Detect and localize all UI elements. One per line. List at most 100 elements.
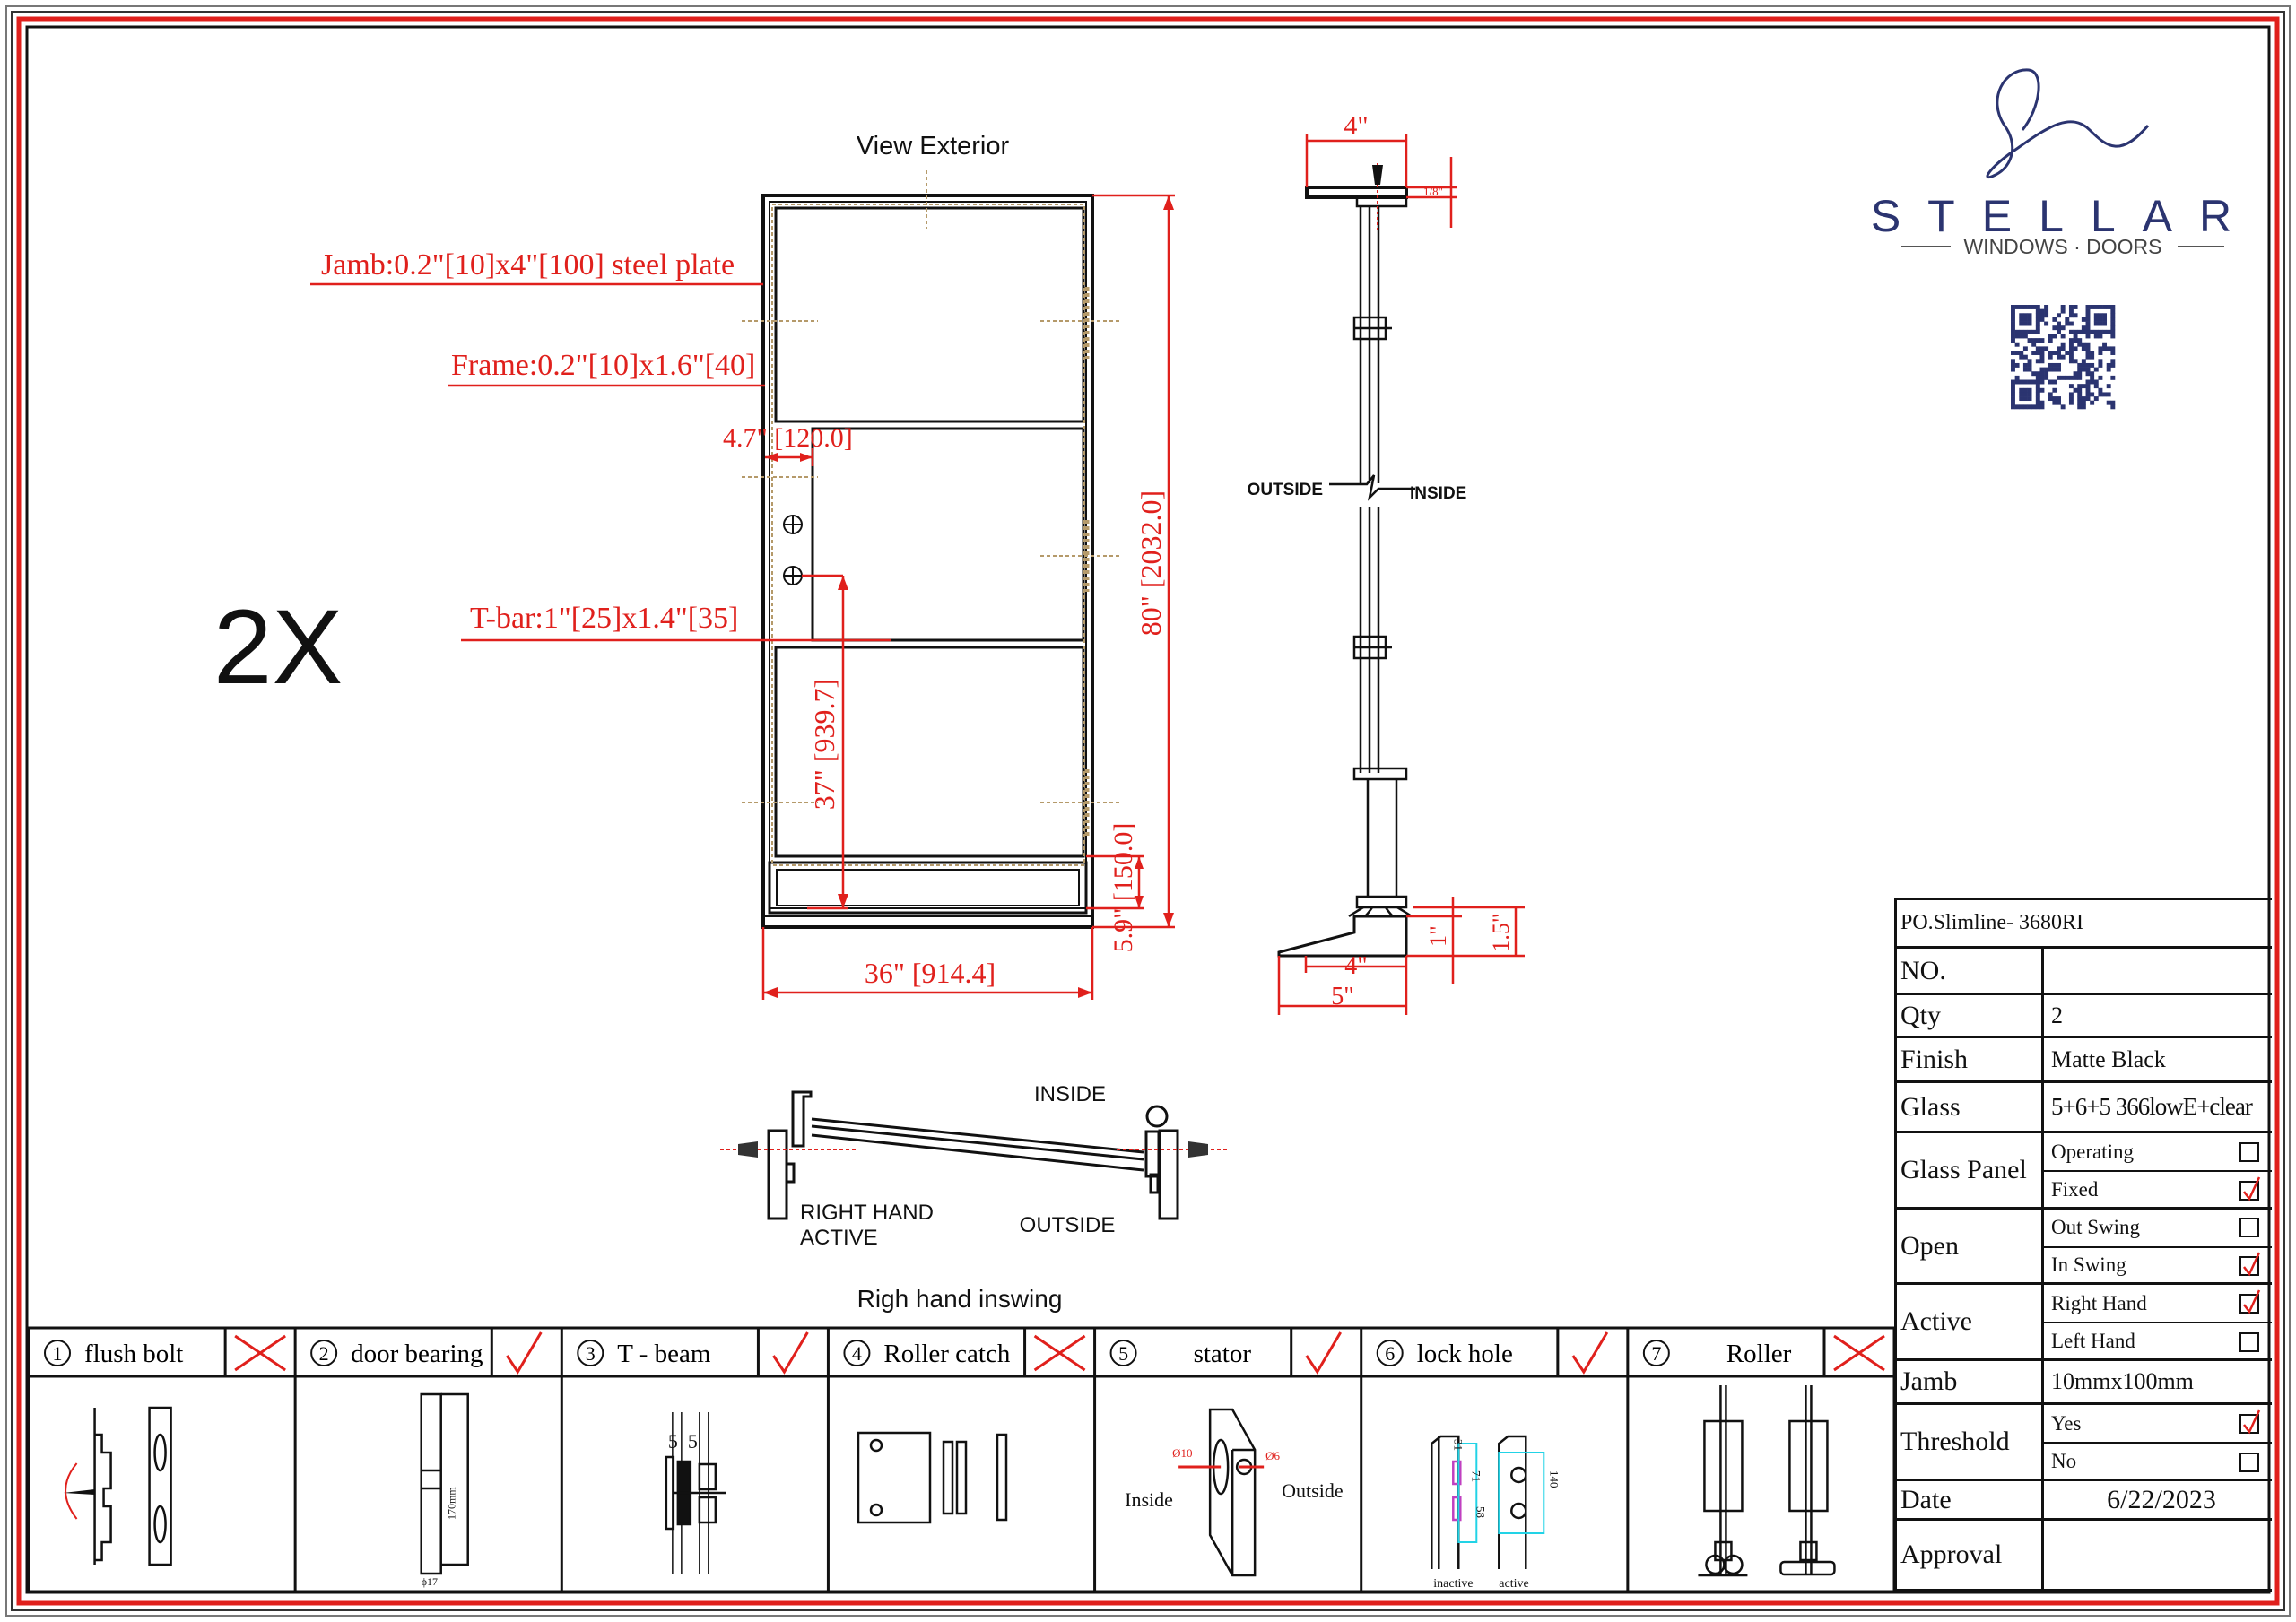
qr-module — [2093, 305, 2099, 309]
section-top-small-dim: 1/8" — [1423, 185, 1443, 198]
sill-height-dim: 1.5" — [1488, 913, 1514, 951]
option-fixed[interactable]: Fixed — [2041, 1170, 2272, 1207]
qr-module — [2077, 362, 2083, 368]
hardware-illustration — [665, 1412, 726, 1574]
item-number-badge — [310, 1340, 338, 1366]
option-in-swing[interactable]: In Swing — [2041, 1245, 2272, 1282]
qr-module — [2014, 305, 2020, 309]
qr-module — [2027, 362, 2032, 368]
qr-module — [2019, 387, 2024, 393]
qr-module — [2052, 367, 2057, 372]
qr-module — [2031, 329, 2037, 334]
qr-module — [2022, 346, 2028, 351]
spec-row-label: Approval — [1900, 1540, 2003, 1569]
qr-module — [2077, 329, 2083, 334]
qr-module — [2093, 317, 2099, 322]
qr-module — [2052, 325, 2057, 331]
brand-logo: STELLAR WINDOWS · DOORS — [1871, 68, 2258, 258]
qr-module — [2011, 321, 2015, 326]
illustration-note: Inside — [1125, 1488, 1173, 1511]
qr-module — [2093, 384, 2099, 389]
qr-module — [2085, 384, 2091, 389]
qr-module — [2019, 313, 2024, 318]
checkbox-checked[interactable] — [2239, 1409, 2261, 1434]
qr-module — [2068, 305, 2074, 309]
qr-module — [2110, 362, 2116, 368]
qr-module — [2073, 375, 2078, 380]
qr-module — [2035, 308, 2040, 314]
checkbox-unchecked[interactable] — [2239, 1331, 2259, 1352]
qr-module — [2093, 396, 2099, 402]
tbar-label: T-bar:1"[25]x1.4"[35] — [470, 602, 738, 635]
qr-module — [2035, 329, 2040, 334]
qr-module — [2011, 367, 2015, 372]
qr-module — [2057, 329, 2061, 334]
qr-module — [2106, 346, 2111, 351]
qr-module — [2052, 351, 2057, 355]
qr-module — [2073, 338, 2078, 343]
spec-row-label: Active — [1900, 1306, 1972, 1336]
qr-module — [2027, 321, 2032, 326]
qr-module — [2085, 371, 2091, 377]
qr-module — [2052, 362, 2057, 368]
qr-module — [2035, 379, 2040, 385]
option-no[interactable]: No — [2041, 1442, 2272, 1479]
illustration-note: Ø6 — [1265, 1449, 1280, 1462]
width-dim: 36" [914.4] — [865, 957, 996, 989]
active-label-line1: RIGHT HAND — [800, 1201, 934, 1225]
qr-module — [2044, 313, 2049, 318]
item-number: 5 — [1118, 1342, 1128, 1365]
option-operating[interactable]: Operating — [2041, 1133, 2272, 1170]
qr-module — [2060, 404, 2066, 410]
brand-name: STELLAR — [1871, 191, 2258, 241]
qr-module — [2090, 392, 2095, 397]
option-label: Fixed — [2051, 1177, 2099, 1201]
qr-module — [2090, 400, 2095, 405]
checkbox-unchecked[interactable] — [2239, 1218, 2259, 1238]
qr-module — [2039, 375, 2045, 380]
qr-module — [2022, 313, 2028, 318]
option-yes[interactable]: Yes — [2041, 1405, 2272, 1442]
item-number: 1 — [53, 1342, 63, 1365]
qr-module — [2022, 321, 2028, 326]
option-right-hand[interactable]: Right Hand — [2041, 1285, 2272, 1322]
qr-module — [2027, 396, 2032, 402]
qr-module — [2022, 317, 2028, 322]
spec-row-value: 2 — [2041, 995, 2272, 1036]
qr-module — [2085, 305, 2091, 309]
qr-module — [2044, 367, 2049, 372]
checkbox-unchecked[interactable] — [2239, 1452, 2259, 1472]
spec-row-value: 5+6+5 366lowE+clear — [2041, 1083, 2272, 1131]
qr-module — [2093, 379, 2099, 385]
checkbox-checked[interactable] — [2239, 1175, 2261, 1201]
checkbox-checked[interactable] — [2239, 1252, 2261, 1277]
option-label: Left Hand — [2051, 1329, 2135, 1352]
qr-module — [2035, 396, 2040, 402]
qr-module — [2044, 305, 2049, 309]
qr-module — [2035, 375, 2040, 380]
inside-label: INSIDE — [1410, 484, 1466, 503]
option-out-swing[interactable]: Out Swing — [2041, 1210, 2272, 1246]
checkbox-checked[interactable] — [2239, 1288, 2261, 1314]
qr-code[interactable] — [2011, 305, 2116, 410]
spec-row-label: Threshold — [1900, 1427, 2010, 1456]
check-icon — [2243, 1175, 2261, 1201]
qr-module — [2098, 346, 2103, 351]
option-left-hand[interactable]: Left Hand — [2041, 1322, 2272, 1358]
hardware-illustration — [1698, 1385, 1836, 1577]
section-top-dim: 4" — [1344, 111, 1368, 141]
qr-module — [2048, 338, 2053, 343]
qr-module — [2011, 392, 2015, 397]
qr-module — [2027, 392, 2032, 397]
qr-module — [2098, 392, 2103, 397]
qr-module — [2019, 317, 2024, 322]
handle-height-dim: 37" [939.7] — [808, 679, 840, 810]
checkbox-unchecked[interactable] — [2239, 1141, 2259, 1162]
qr-module — [2060, 342, 2066, 347]
item-number: 4 — [852, 1342, 862, 1365]
